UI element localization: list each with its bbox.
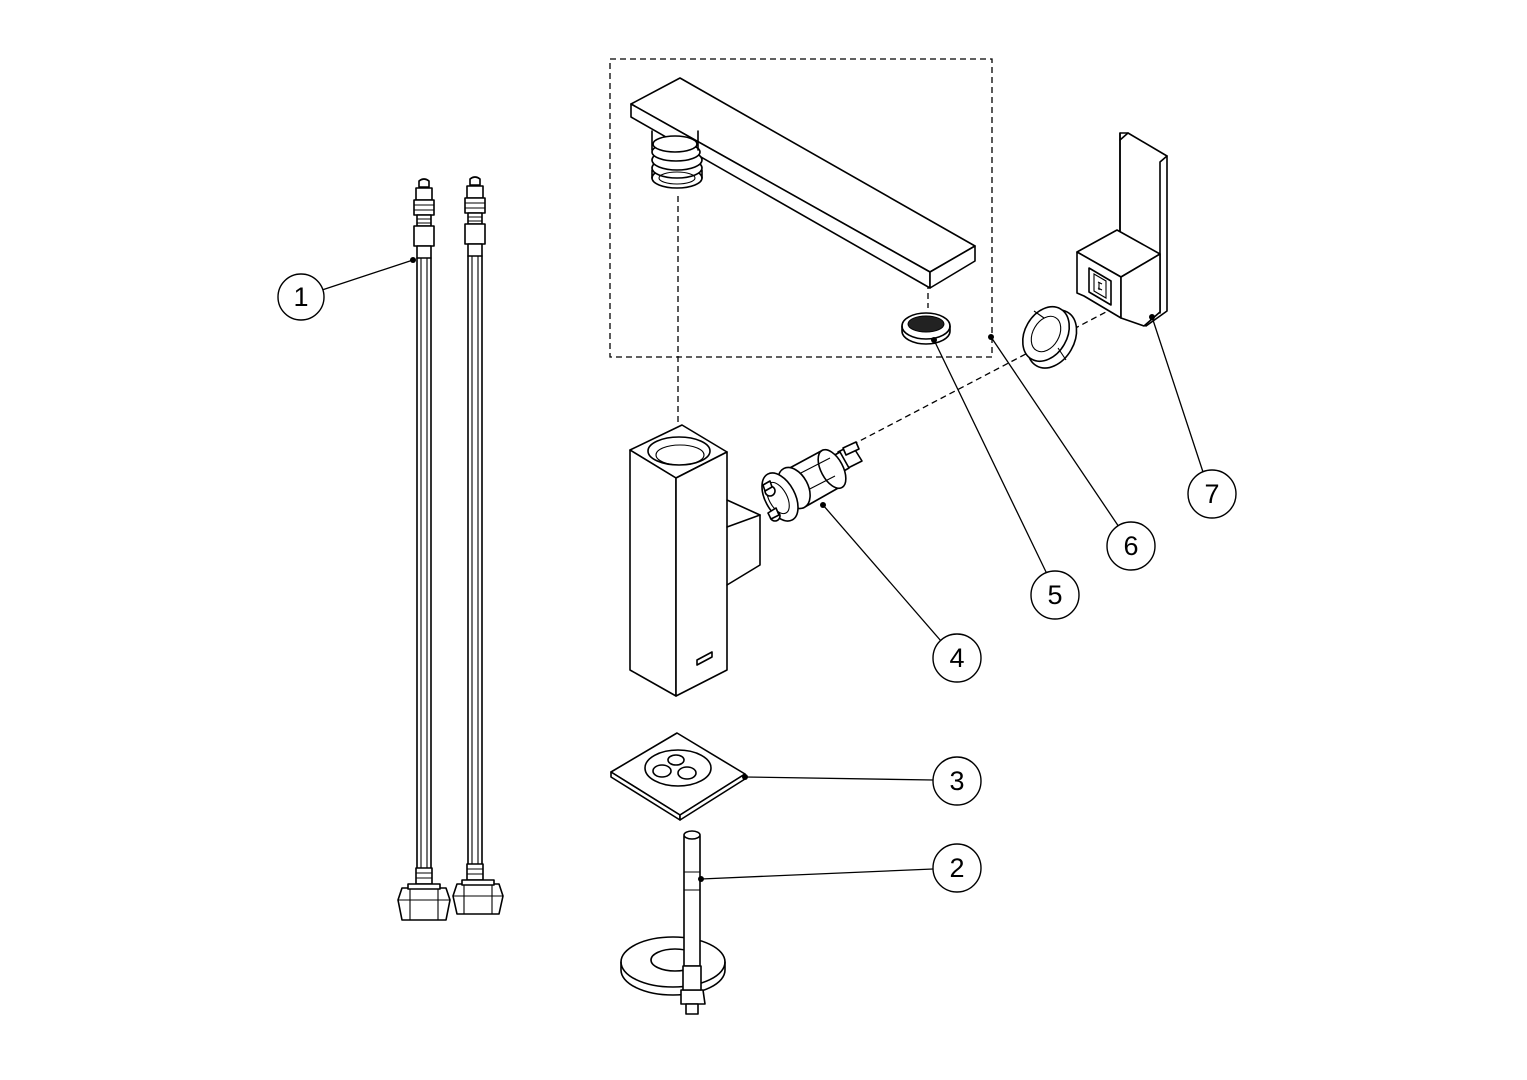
cartridge-axis-guide <box>851 311 1107 446</box>
mounting-rod-assembly <box>620 830 726 1015</box>
callout-1: 1 <box>277 257 416 321</box>
valve-cartridge <box>761 441 863 522</box>
callout-2-label: 2 <box>949 853 964 883</box>
supply-hose-left <box>397 178 451 921</box>
base-plate <box>610 732 746 821</box>
handle-lever <box>1076 132 1168 327</box>
collar-ring <box>1021 305 1078 369</box>
callout-2: 2 <box>698 843 982 893</box>
callout-7: 7 <box>1149 314 1237 519</box>
callout-4-label: 4 <box>949 643 964 673</box>
supply-hose-right <box>452 176 504 915</box>
callout-7-label: 7 <box>1204 479 1219 509</box>
callout-6-label: 6 <box>1123 531 1138 561</box>
aerator <box>901 312 951 345</box>
callout-5-label: 5 <box>1047 580 1062 610</box>
callout-1-label: 1 <box>293 282 308 312</box>
callout-6: 6 <box>988 334 1156 571</box>
callout-3: 3 <box>742 756 982 806</box>
callout-3-label: 3 <box>949 766 964 796</box>
spout <box>630 77 976 289</box>
callout-5: 5 <box>931 337 1080 620</box>
callout-4: 4 <box>820 502 982 683</box>
spout-group-frame <box>609 58 993 358</box>
faucet-body <box>629 424 761 697</box>
